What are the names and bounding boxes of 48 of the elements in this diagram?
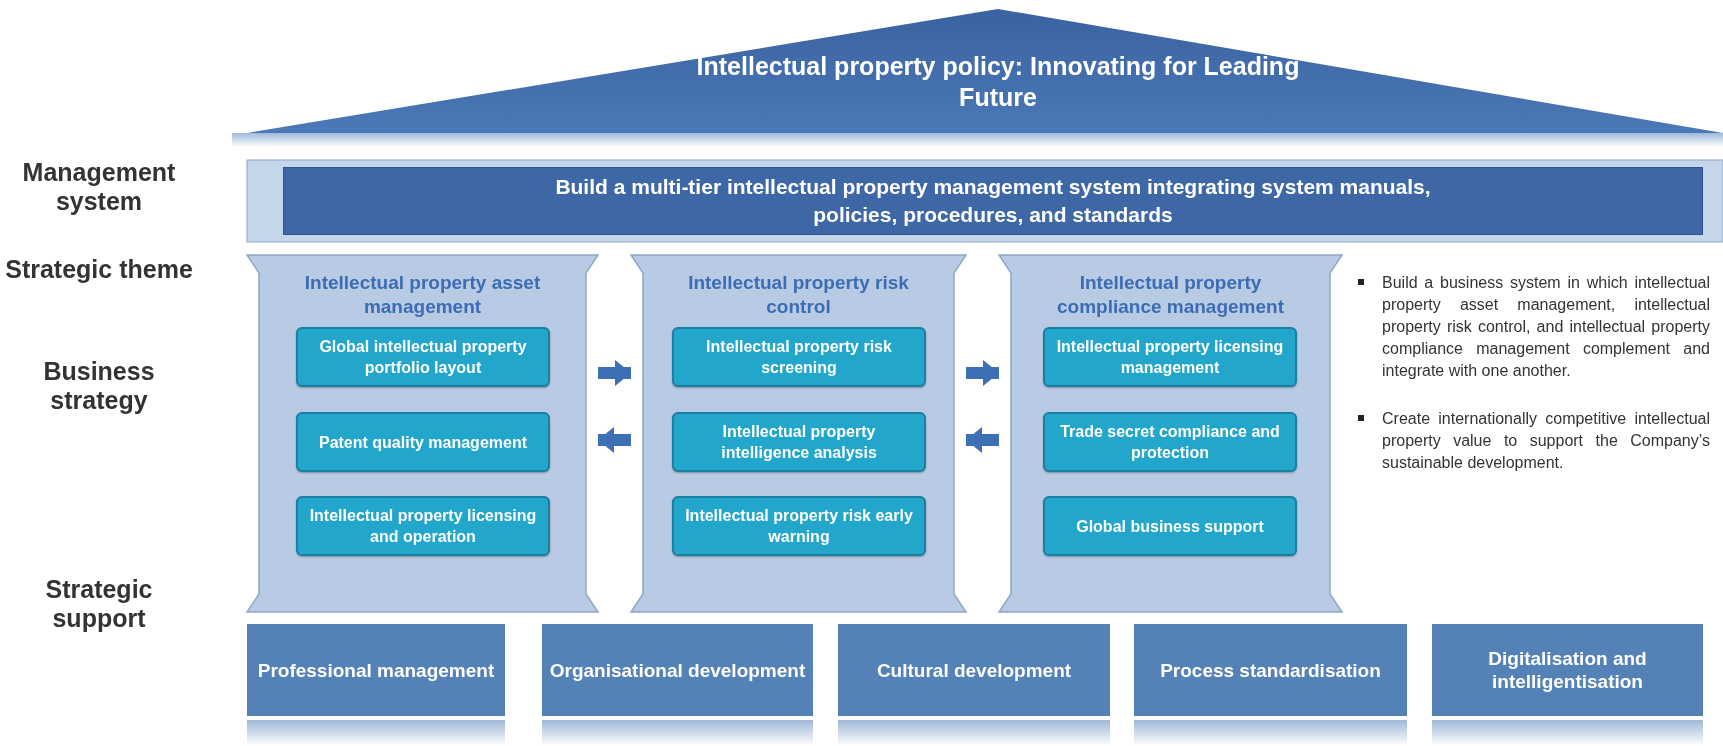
bullet-text: Create internationally competitive intellectual property value to support the Company’s sustainable development. — [1382, 409, 1710, 473]
row-label: Management system — [21, 158, 177, 216]
strategy-text: Intellectual property licensing management — [1055, 337, 1285, 378]
strategy-text: Trade secret compliance and protection — [1059, 422, 1281, 463]
strategy-box — [1043, 412, 1297, 472]
banner-text: Build a multi-tier intellectual property management system integrating system manuals, policies, procedures, and standards — [554, 174, 1432, 228]
row-label: Strategic theme — [4, 253, 194, 285]
support-text: Cultural development — [875, 658, 1073, 682]
support-box — [1432, 624, 1703, 716]
row-label: Business strategy — [42, 356, 156, 416]
bullet-text: Build a business system in which intellectual property asset management, intellectual property risk control, and intellectual property compliance management complement and integrate with one another. — [1382, 273, 1710, 381]
strategy-text: Intellectual property risk screening — [705, 337, 893, 378]
strategy-box — [296, 496, 550, 556]
pillar-heading: Intellectual property compliance management — [1056, 271, 1285, 319]
support-box — [1134, 624, 1407, 716]
pillar-heading: Intellectual property risk control — [687, 271, 910, 319]
strategy-box — [296, 412, 550, 472]
support-text: Professional management — [256, 658, 496, 682]
support-text: Organisational development — [548, 658, 807, 682]
strategy-box — [672, 496, 926, 556]
support-text: Digitalisation and intelligentisation — [1487, 647, 1648, 693]
support-box — [838, 624, 1110, 716]
strategy-text: Intellectual property risk early warning — [684, 506, 914, 547]
row-label: Strategic support — [44, 574, 154, 634]
support-text: Process standardisation — [1159, 658, 1382, 682]
support-box — [247, 624, 505, 716]
strategy-text: Global business support — [1075, 516, 1265, 537]
system-banner — [283, 167, 1703, 235]
strategy-box — [672, 327, 926, 387]
pillar-shape — [247, 255, 598, 612]
strategy-box — [1043, 496, 1297, 556]
pillar-shape — [999, 255, 1342, 612]
strategy-text: Intellectual property licensing and operation — [308, 506, 538, 547]
pillar-shape — [631, 255, 966, 612]
strategy-text: Global intellectual property portfolio layout — [318, 337, 528, 378]
block-arrow — [598, 360, 631, 386]
strategy-box — [1043, 327, 1297, 387]
policy-title: Intellectual property policy: Innovating for Leading Future — [695, 51, 1301, 113]
roof-shape — [247, 9, 1723, 133]
block-arrow — [966, 427, 999, 453]
strategy-text: Patent quality management — [317, 432, 528, 453]
strategy-box — [296, 327, 550, 387]
support-box — [542, 624, 813, 716]
block-arrow — [598, 427, 631, 453]
pillar-heading: Intellectual property asset management — [303, 271, 542, 319]
strategy-box — [672, 412, 926, 472]
strategy-text: Intellectual property intelligence analysis — [720, 422, 878, 463]
block-arrow — [966, 360, 999, 386]
